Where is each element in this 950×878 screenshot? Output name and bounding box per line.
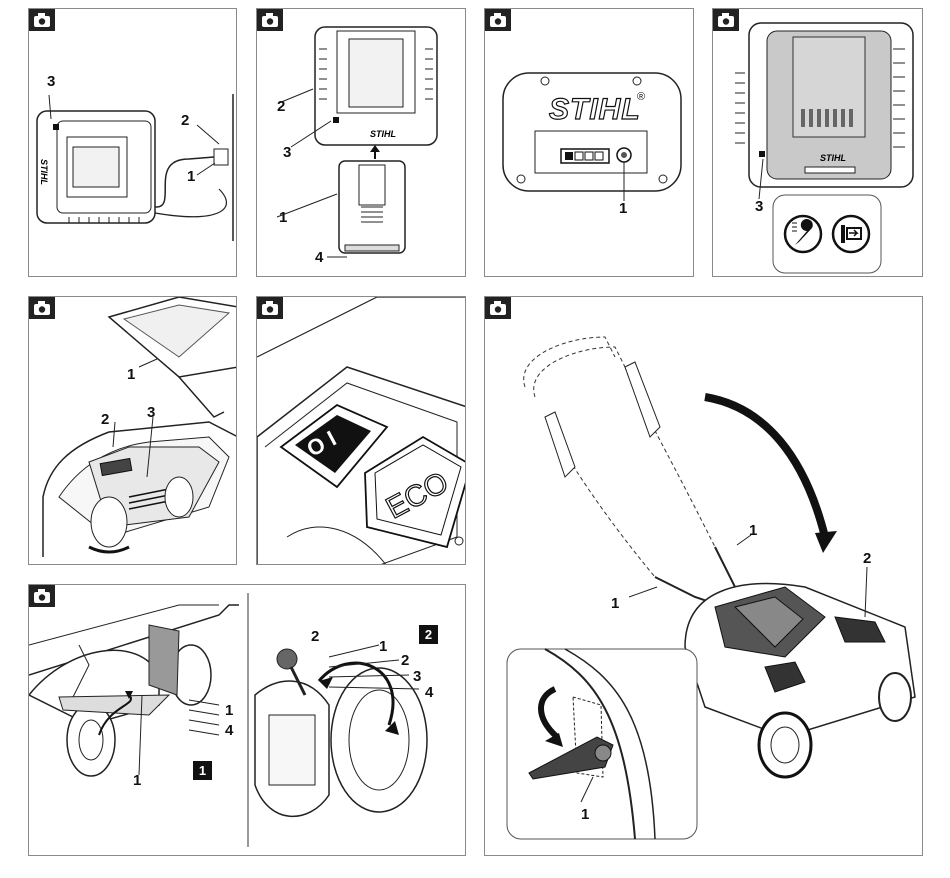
callout-4: 4: [315, 250, 323, 265]
callout-2: 2: [101, 412, 109, 427]
step-2-badge: 2: [419, 625, 438, 644]
figure-panel-2: STIHL 2 3 1 4: [256, 8, 466, 277]
step-1-badge: 1: [193, 761, 212, 780]
callout-3: 3: [413, 669, 421, 684]
callout-4: 4: [225, 723, 233, 738]
height-adjustment-illustration: [29, 585, 466, 856]
brand-logo: STIHL: [549, 93, 641, 127]
callout-1: 1: [749, 523, 757, 538]
callout-2: 2: [181, 113, 189, 128]
wrench-icon: [785, 216, 821, 252]
brand-logo: STIHL: [370, 129, 396, 139]
callout-1: 1: [279, 210, 287, 225]
callout-1: 1: [611, 596, 619, 611]
callout-4: 4: [425, 685, 433, 700]
battery-compartment-open-illustration: [29, 297, 237, 565]
mower-handle-folding-illustration: [485, 297, 923, 856]
charger-with-battery-illustration: STIHL: [713, 9, 923, 277]
callout-3: 3: [755, 199, 763, 214]
figure-panel-4: STIHL 3: [712, 8, 923, 277]
callout-3: 3: [147, 405, 155, 420]
callout-1: 1: [187, 169, 195, 184]
brand-logo: STIHL: [820, 153, 846, 163]
charger-side-illustration: STIHL: [29, 9, 237, 277]
callout-1: 1: [127, 367, 135, 382]
figure-panel-3: STIHL ® 1: [484, 8, 694, 277]
figure-panel-1: STIHL 3 2 1: [28, 8, 237, 277]
figure-panel-7: 1 4 1 1 2 1 2 3 4 2: [28, 584, 466, 856]
callout-2: 2: [277, 99, 285, 114]
brand-logo: STIHL: [39, 159, 49, 185]
callout-1: 1: [619, 201, 627, 216]
registered-mark: ®: [637, 91, 645, 103]
charger-battery-insertion-illustration: STIHL: [257, 9, 466, 277]
battery-arrow-icon: [833, 216, 869, 252]
battery-charge-indicator-illustration: [485, 9, 694, 277]
callout-3: 3: [47, 74, 55, 89]
callout-1: 1: [225, 703, 233, 718]
callout-1: 1: [133, 773, 141, 788]
switch-panel-closeup-illustration: [257, 297, 466, 565]
figure-panel-6: O I ECO: [256, 296, 466, 565]
callout-2: 2: [311, 629, 319, 644]
callout-3: 3: [283, 145, 291, 160]
callout-1: 1: [379, 639, 387, 654]
figure-panel-8: 1 2 1 1: [484, 296, 923, 856]
callout-2: 2: [863, 551, 871, 566]
callout-1: 1: [581, 807, 589, 822]
figure-panel-5: 1 2 3: [28, 296, 237, 565]
callout-2: 2: [401, 653, 409, 668]
